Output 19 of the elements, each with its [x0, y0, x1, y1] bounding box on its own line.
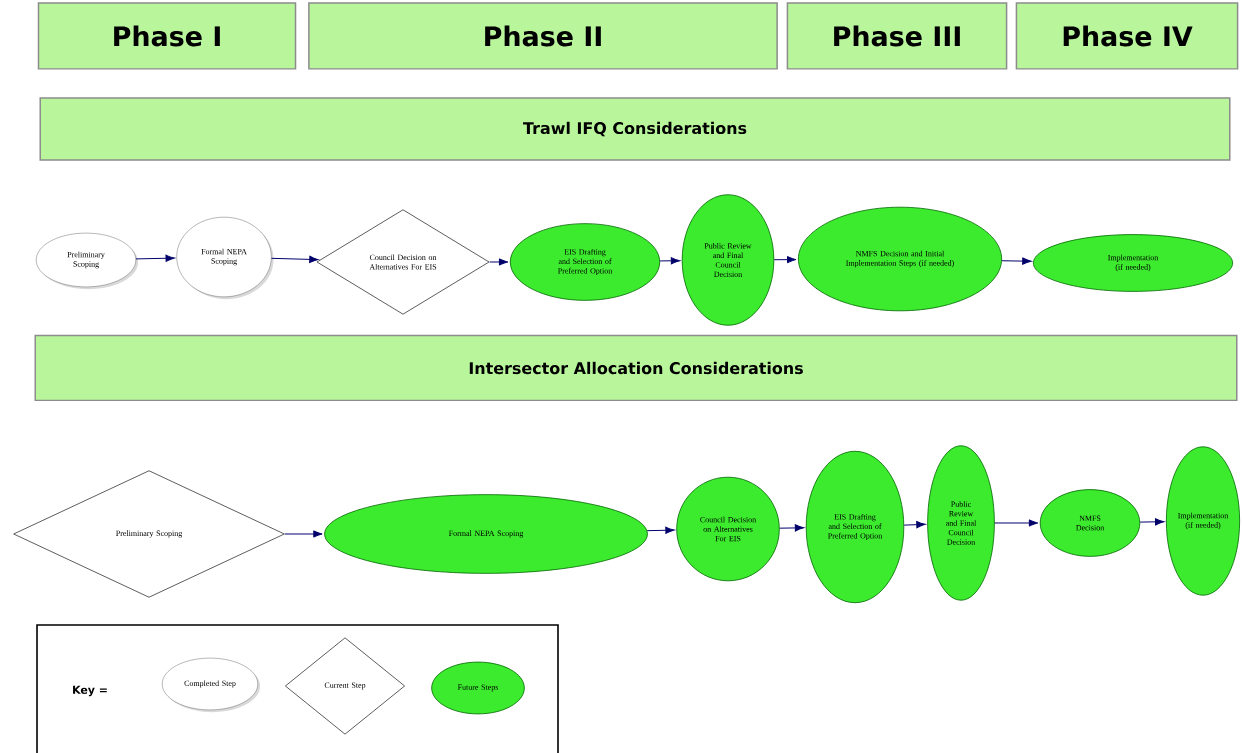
arrow [994, 519, 1039, 527]
arrow [271, 255, 319, 264]
phase-banner: Phase II [308, 2, 778, 70]
phase-banner: Phase IV [1015, 2, 1239, 70]
phase-banner: Phase I [37, 2, 297, 70]
arrow [773, 256, 797, 264]
arrow [646, 526, 675, 534]
arrow [135, 254, 175, 262]
arrow [1001, 257, 1032, 265]
arrow [1139, 518, 1165, 526]
arrow [284, 530, 323, 538]
arrow [779, 524, 805, 532]
section-band: Trawl IFQ Considerations [39, 97, 1231, 161]
arrow [903, 521, 926, 529]
key-label: Key = [73, 685, 107, 697]
arrow [489, 258, 509, 266]
phase-banner: Phase III [786, 2, 1008, 70]
arrow [659, 257, 681, 265]
section-band: Intersector Allocation Considerations [34, 334, 1238, 402]
